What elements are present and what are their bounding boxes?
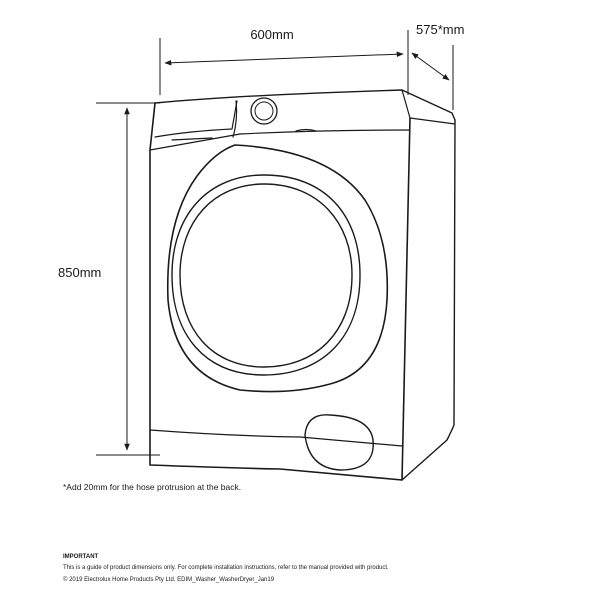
height-label: 850mm (58, 265, 101, 280)
width-dimension: 600mm (159, 27, 409, 95)
washer-machine-drawing (149, 89, 456, 481)
hose-protrusion-note: *Add 20mm for the hose protrusion at the… (63, 482, 242, 492)
depth-label: 575*mm (416, 22, 464, 37)
width-label: 600mm (250, 27, 293, 42)
depth-dimension: 575*mm (407, 22, 464, 110)
footer-disclaimer: This is a guide of product dimensions on… (63, 565, 389, 571)
footer-copyright: © 2019 Electrolux Home Products Pty Ltd.… (63, 577, 275, 583)
height-dimension: 850mm (58, 102, 160, 456)
footer-heading: IMPORTANT (63, 554, 99, 560)
